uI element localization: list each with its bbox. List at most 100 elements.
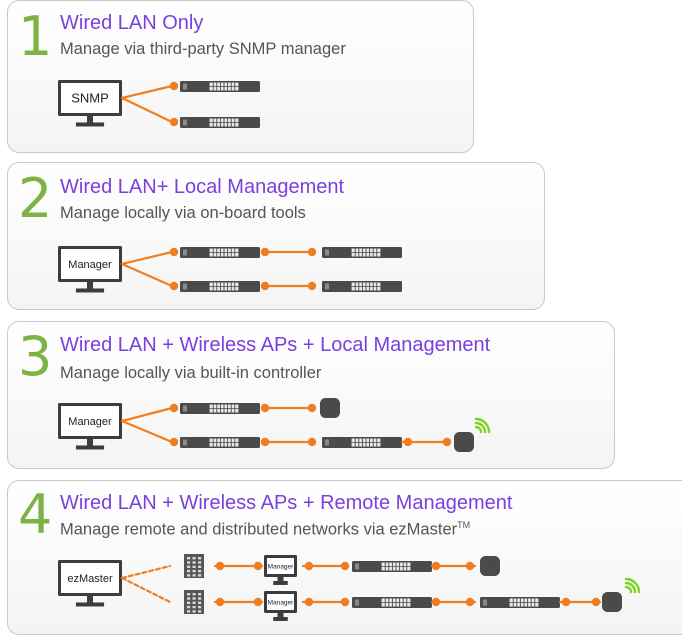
switch-port-left bbox=[183, 405, 187, 412]
tier-4-panel bbox=[7, 480, 682, 635]
wifi-arc-2 bbox=[474, 421, 487, 434]
switch-icon bbox=[180, 117, 260, 128]
building-window bbox=[187, 593, 191, 596]
building-window bbox=[192, 593, 196, 596]
monitor-label: SNMP bbox=[71, 91, 109, 106]
switch-icon bbox=[322, 247, 402, 258]
switch-port-left bbox=[183, 439, 187, 446]
building-window bbox=[187, 561, 191, 564]
monitor-screen bbox=[61, 249, 119, 279]
switch-icon bbox=[180, 437, 260, 448]
building-window bbox=[198, 610, 202, 613]
building-window bbox=[192, 597, 196, 600]
link-dot bbox=[260, 403, 270, 413]
wifi-signal-icon bbox=[474, 417, 491, 434]
link-dot bbox=[431, 597, 441, 607]
switch-icon bbox=[180, 247, 260, 258]
link-dot bbox=[465, 561, 475, 571]
building-window bbox=[198, 605, 202, 609]
link-dot bbox=[260, 247, 270, 257]
link-dot bbox=[307, 403, 317, 413]
building-window bbox=[187, 597, 191, 600]
switch-port-left bbox=[183, 283, 187, 290]
wifi-arc-3 bbox=[474, 417, 491, 434]
building-window bbox=[192, 605, 196, 609]
link-dot bbox=[307, 247, 317, 257]
building-window bbox=[192, 601, 196, 604]
monitor-label: Manager bbox=[268, 563, 294, 570]
wifi-arc-1 bbox=[624, 585, 633, 594]
link-dot bbox=[304, 597, 314, 607]
switch-icon bbox=[180, 281, 260, 292]
tier-2-subtitle: Manage locally via on-board tools bbox=[60, 204, 306, 222]
switch-icon bbox=[322, 281, 402, 292]
monitor-label: Manager bbox=[68, 416, 112, 428]
monitor-neck bbox=[87, 439, 93, 446]
link-dot bbox=[169, 117, 179, 127]
wifi-arc-1 bbox=[474, 425, 483, 434]
link-dot bbox=[215, 561, 225, 571]
building-window bbox=[187, 569, 191, 573]
building-icon bbox=[184, 590, 204, 614]
tier-4-subtitle-text: Manage remote and distributed networks v… bbox=[60, 520, 458, 539]
switch-icon bbox=[180, 81, 260, 92]
switch-port-left bbox=[483, 599, 487, 606]
building-window bbox=[187, 565, 191, 568]
switch-port-left bbox=[355, 599, 359, 606]
switch-icon bbox=[352, 597, 432, 608]
tier-2-number: 2 bbox=[18, 167, 53, 230]
access-point-icon bbox=[480, 556, 500, 576]
link-dot bbox=[465, 597, 475, 607]
link-dot bbox=[591, 597, 601, 607]
switch-port-left bbox=[325, 283, 329, 290]
switch-port-left bbox=[183, 119, 187, 126]
building-window bbox=[198, 557, 202, 560]
building-window bbox=[198, 593, 202, 596]
switch-port-left bbox=[355, 563, 359, 570]
link-dot bbox=[253, 597, 263, 607]
link-dot bbox=[431, 561, 441, 571]
building-window bbox=[187, 605, 191, 609]
building-window bbox=[192, 557, 196, 560]
monitor-label: Manager bbox=[68, 259, 112, 271]
wifi-signal-icon bbox=[624, 577, 641, 594]
monitor-icon: SNMP bbox=[58, 80, 122, 127]
monitor-neck bbox=[87, 596, 93, 603]
monitor-screen bbox=[61, 406, 119, 436]
tier-3-subtitle: Manage locally via built-in controller bbox=[60, 364, 322, 382]
tier-4-title: Wired LAN + Wireless APs + Remote Manage… bbox=[60, 492, 513, 514]
building-icon bbox=[184, 554, 204, 578]
link-line bbox=[120, 250, 174, 266]
access-point-icon bbox=[602, 592, 622, 612]
building-window bbox=[187, 557, 191, 560]
link-dot bbox=[307, 281, 317, 291]
link-dot bbox=[561, 597, 571, 607]
wifi-arc-2 bbox=[624, 581, 637, 594]
link-dot bbox=[215, 597, 225, 607]
link-line bbox=[120, 576, 172, 604]
trademark-sup: TM bbox=[457, 520, 471, 530]
monitor-icon: Manager bbox=[264, 555, 297, 585]
building-window bbox=[192, 565, 196, 568]
link-dot bbox=[304, 561, 314, 571]
building-window bbox=[198, 561, 202, 564]
link-dot bbox=[169, 437, 179, 447]
monitor-neck bbox=[277, 613, 284, 617]
monitor-stand bbox=[75, 602, 105, 607]
building-window bbox=[198, 574, 202, 577]
link-dot bbox=[260, 281, 270, 291]
link-line bbox=[120, 262, 174, 288]
building-window bbox=[187, 610, 191, 613]
link-dot bbox=[340, 561, 350, 571]
building-window bbox=[192, 561, 196, 564]
link-dot bbox=[253, 561, 263, 571]
monitor-stand bbox=[75, 122, 105, 127]
monitor-icon: Manager bbox=[58, 246, 122, 293]
switch-port-left bbox=[183, 249, 187, 256]
access-point-icon bbox=[454, 432, 474, 452]
link-dot bbox=[307, 437, 317, 447]
tier-1-title: Wired LAN Only bbox=[60, 12, 204, 34]
switch-port-left bbox=[325, 439, 329, 446]
tier-3-title: Wired LAN + Wireless APs + Local Managem… bbox=[60, 334, 491, 356]
